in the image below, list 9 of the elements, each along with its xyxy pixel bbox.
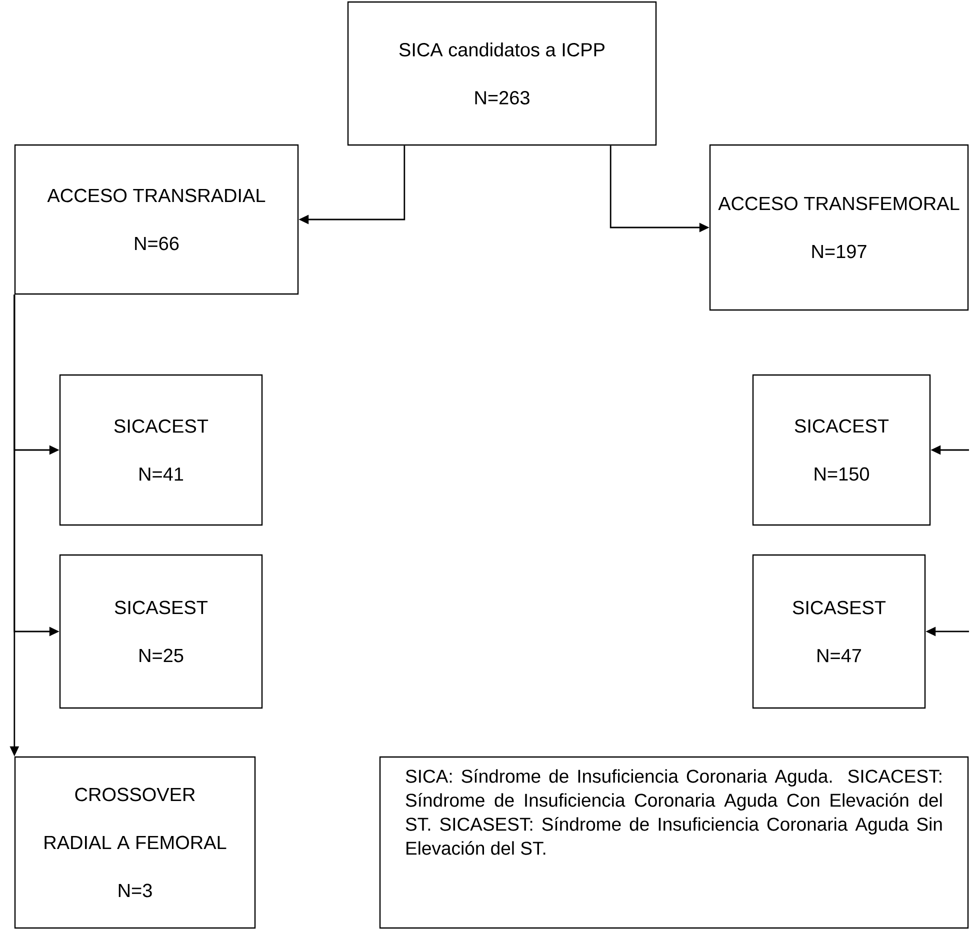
note-box: SICA: Síndrome de Insuficiencia Coronaria Aguda. SICACEST: Síndrome de Insuficiencia Coronaria Aguda Con Elevación del ST. SICASEST: Síndrome de Insuficiencia Coronaria Aguda Sin Elevación del ST.	[379, 756, 969, 929]
process-box: SICACEST N=41	[59, 374, 263, 526]
process-box: SICASEST N=25	[59, 554, 263, 709]
process-box: SICA candidatos a ICPP N=263	[347, 1, 657, 146]
process-box: CROSSOVER RADIAL A FEMORAL N=3	[14, 756, 256, 929]
process-box: SICACEST N=150	[752, 374, 931, 526]
process-box: SICASEST N=47	[752, 554, 926, 709]
process-box: ACCESO TRANSRADIAL N=66	[14, 144, 299, 295]
process-box: ACCESO TRANSFEMORAL N=197	[709, 144, 969, 311]
